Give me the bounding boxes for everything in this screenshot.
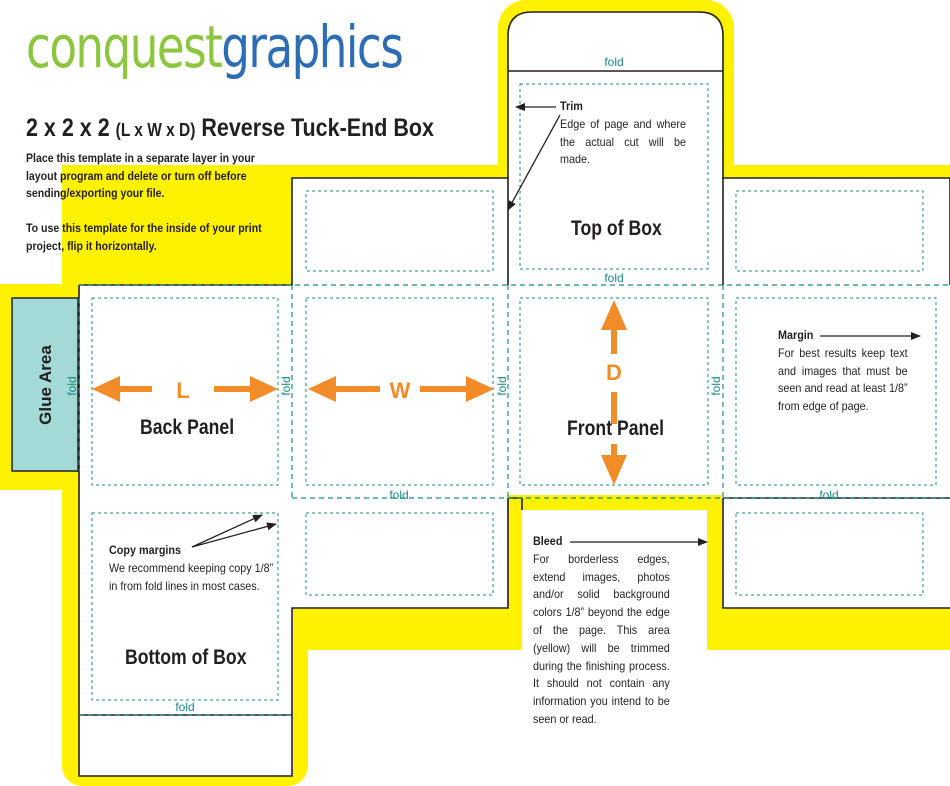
glue-area-label: Glue Area xyxy=(36,345,55,425)
margin-body: For best results keep text and images th… xyxy=(778,345,908,414)
trim-note: Trim Edge of page and where the actual c… xyxy=(560,98,686,169)
fold-label-front: fold xyxy=(709,376,723,395)
width-label: W xyxy=(390,378,411,403)
fold-label-top-tuck: fold xyxy=(604,55,623,69)
dimension-arrows xyxy=(92,300,627,485)
fold-label-top: fold xyxy=(604,271,623,285)
bottom-of-box-label: Bottom of Box xyxy=(125,646,247,669)
fold-label-bottom-mid: fold xyxy=(389,488,408,502)
trim-heading: Trim xyxy=(560,99,583,113)
copy-margins-heading: Copy margins xyxy=(109,543,182,557)
bleed-body: For borderless edges, extend images, pho… xyxy=(533,551,670,726)
back-panel-label: Back Panel xyxy=(140,416,235,439)
fold-lines xyxy=(78,284,950,716)
fold-label-glue: fold xyxy=(65,376,79,395)
instruction-layer: Place this template in a separate layer … xyxy=(26,151,255,200)
fold-label-bottom-right: fold xyxy=(819,488,838,502)
bleed-note: Bleed For borderless edges, extend image… xyxy=(533,533,670,729)
fold-label-back: fold xyxy=(279,376,293,395)
copy-margins-body: We recommend keeping copy 1/8” in from f… xyxy=(109,560,274,593)
instruction-flip: To use this template for the inside of y… xyxy=(26,221,262,253)
brand-logo: conquestgraphics xyxy=(26,13,404,81)
depth-label: D xyxy=(606,360,622,385)
trim-body: Edge of page and where the actual cut wi… xyxy=(560,116,686,167)
template-title: 2 x 2 x 2 (L x W x D) Reverse Tuck-End B… xyxy=(26,114,434,142)
copy-margins-note: Copy margins We recommend keeping copy 1… xyxy=(109,542,280,595)
margin-note: Margin For best results keep text and im… xyxy=(778,327,908,416)
bleed-heading: Bleed xyxy=(533,534,563,548)
callout-arrows xyxy=(191,103,921,548)
glue-area xyxy=(11,297,79,472)
fold-label-width: fold xyxy=(495,376,509,395)
length-label: L xyxy=(176,378,189,403)
front-panel-label: Front Panel xyxy=(567,417,665,440)
margin-heading: Margin xyxy=(778,328,814,342)
fold-label-bottom-tuck: fold xyxy=(175,700,194,714)
top-of-box-label: Top of Box xyxy=(571,217,662,240)
